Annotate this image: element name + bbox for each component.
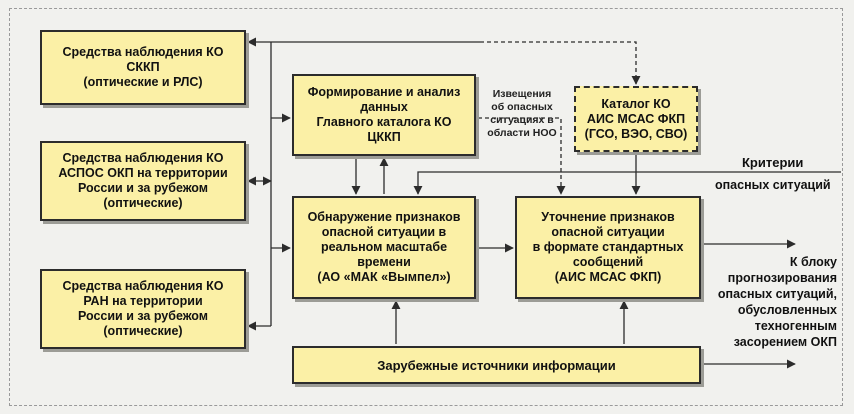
node-main-catalog-line-4: ЦККП — [367, 130, 401, 144]
label-criteria-line-2: опасных ситуаций — [715, 178, 831, 192]
node-skkp-line-2: СККП — [126, 60, 160, 74]
node-ran-line-4: (оптические) — [103, 324, 183, 338]
node-ais-catalog-line-3: (ГСО, ВЭО, СВО) — [584, 126, 688, 141]
node-aspos-line-3: России и за рубежом — [77, 181, 209, 195]
node-ais-catalog: Каталог КО АИС МСАС ФКП (ГСО, ВЭО, СВО) — [574, 86, 698, 152]
label-notification-line-4: области НОО — [487, 127, 557, 139]
node-ais-catalog-line-1: Каталог КО — [601, 96, 671, 111]
node-skkp: Средства наблюдения КО СККП (оптические … — [40, 30, 246, 105]
node-detection-line-3: реальном масштабе — [320, 240, 448, 254]
node-detection-line-5: (АО «МАК «Вымпел») — [317, 270, 451, 284]
node-ran-line-3: России и за рубежом — [77, 309, 209, 323]
node-detection-line-4: времени — [357, 255, 411, 269]
node-refinement-line-1: Уточнение признаков — [541, 210, 675, 224]
node-ran-line-1: Средства наблюдения КО — [62, 279, 224, 293]
wire-top-to-ais-dashed — [480, 41, 641, 85]
node-ais-catalog-line-2: АИС МСАС ФКП — [586, 111, 686, 126]
label-output-line-4: обусловленных — [737, 303, 837, 317]
label-notification-line-3: ситуациях в — [490, 114, 554, 126]
node-aspos-line-2: АСПОС ОКП на территории — [58, 166, 228, 180]
node-refinement-line-4: сообщений — [572, 255, 644, 269]
label-notification: Извещения об опасных ситуациях в области… — [482, 88, 562, 140]
label-output-line-5: техногенным — [754, 319, 837, 333]
wire-main-to-refinement-dashed — [478, 117, 566, 195]
node-skkp-line-1: Средства наблюдения КО — [62, 45, 224, 59]
dashed-frame — [9, 8, 843, 406]
label-output: К блоку прогнозирования опасных ситуаций… — [700, 254, 837, 350]
node-detection-line-1: Обнаружение признаков — [307, 210, 461, 224]
wire-criteria — [413, 171, 841, 195]
label-output-line-1: К блоку — [789, 255, 837, 269]
node-refinement-line-2: опасной ситуации — [551, 225, 665, 239]
node-aspos-line-1: Средства наблюдения КО — [62, 151, 224, 165]
label-output-line-2: прогнозирования — [727, 271, 837, 285]
node-refinement-line-3: в формате стандартных — [532, 240, 684, 254]
label-criteria-top: Критерии — [742, 155, 803, 170]
label-notification-line-2: об опасных — [491, 101, 553, 113]
node-detection-line-2: опасной ситуации в — [321, 225, 447, 239]
label-criteria-line-1: Критерии — [742, 155, 804, 170]
node-foreign-sources: Зарубежные источники информации — [292, 346, 701, 384]
node-aspos-line-4: (оптические) — [103, 196, 183, 210]
label-output-line-6: засорением ОКП — [733, 335, 837, 349]
node-main-catalog-line-2: данных — [360, 100, 408, 114]
node-foreign-sources-line-1: Зарубежные источники информации — [377, 357, 616, 373]
node-main-catalog: Формирование и анализ данных Главного ка… — [292, 74, 476, 156]
node-main-catalog-line-1: Формирование и анализ — [307, 85, 461, 99]
node-skkp-line-3: (оптические и РЛС) — [83, 75, 203, 89]
node-ran: Средства наблюдения КО РАН на территории… — [40, 269, 246, 349]
node-refinement: Уточнение признаков опасной ситуации в ф… — [515, 196, 701, 299]
node-detection: Обнаружение признаков опасной ситуации в… — [292, 196, 476, 299]
label-criteria-bottom: опасных ситуаций — [715, 178, 831, 193]
node-main-catalog-line-3: Главного каталога КО — [316, 115, 452, 129]
node-aspos: Средства наблюдения КО АСПОС ОКП на терр… — [40, 141, 246, 221]
node-refinement-line-5: (АИС МСАС ФКП) — [554, 270, 662, 284]
label-output-line-3: опасных ситуаций, — [717, 287, 837, 301]
label-notification-line-1: Извещения — [492, 88, 552, 100]
node-ran-line-2: РАН на территории — [83, 294, 203, 308]
